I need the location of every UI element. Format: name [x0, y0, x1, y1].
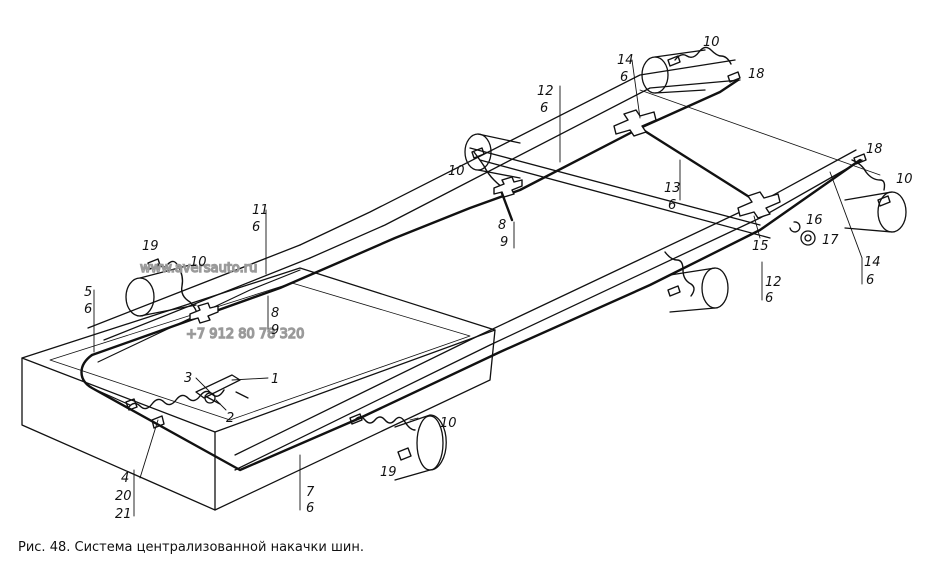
- flexible-hoses: [127, 46, 886, 431]
- callout-14-b: 14: [864, 255, 881, 270]
- callout-5: 5: [84, 285, 92, 300]
- watermark: www.aversauto.ru +7 912 80 78 320: [139, 260, 305, 342]
- callout-10-e: 10: [896, 172, 913, 187]
- chassis-rail-right: [234, 149, 863, 471]
- callout-6-a: 6: [84, 302, 92, 317]
- figure-caption: Рис. 48. Система централизованной накачк…: [18, 540, 364, 555]
- wheel-rear-middle-left: [464, 133, 521, 179]
- callout-4: 4: [121, 471, 129, 486]
- leader-lines: [93, 59, 863, 517]
- callout-1: 1: [271, 372, 279, 387]
- wheel-rear-middle-right: [669, 267, 729, 313]
- callout-6-e: 6: [620, 70, 628, 85]
- wheel-valve-brackets: [125, 55, 891, 461]
- callout-6-f: 6: [668, 198, 676, 213]
- callout-2: 2: [226, 411, 234, 426]
- chassis-rail-left: [87, 59, 741, 341]
- callout-20: 20: [115, 489, 132, 504]
- callout-14-a: 14: [617, 53, 634, 68]
- callout-6-h: 6: [866, 273, 874, 288]
- callout-10-b: 10: [440, 416, 457, 431]
- callout-16: 16: [806, 213, 823, 228]
- callout-7: 7: [306, 485, 315, 500]
- callout-8-a: 8: [271, 306, 279, 321]
- callout-6-c: 6: [252, 220, 260, 235]
- callout-labels: 1 2 3 4 20 21 5 6 7 6 19 10 11 6 8 9 10 …: [84, 35, 913, 522]
- watermark-site: www.aversauto.ru: [140, 261, 257, 276]
- callout-19-a: 19: [142, 239, 159, 254]
- callout-12-b: 12: [765, 275, 782, 290]
- wheel-front-left: [125, 264, 197, 317]
- wheel-rear-far-right: [844, 191, 907, 233]
- callout-6-b: 6: [306, 501, 314, 516]
- callout-9-a: 9: [271, 323, 279, 338]
- callout-18-a: 18: [748, 67, 765, 82]
- tee-fittings: [189, 109, 781, 324]
- callout-13: 13: [664, 181, 681, 196]
- callout-10-d: 10: [703, 35, 720, 50]
- callout-9-b: 9: [500, 235, 508, 250]
- callout-10-a: 10: [190, 255, 207, 270]
- callout-17: 17: [822, 233, 839, 248]
- callout-11: 11: [252, 203, 269, 218]
- callout-10-c: 10: [448, 164, 465, 179]
- callout-15: 15: [752, 239, 769, 254]
- callout-19-b: 19: [380, 465, 397, 480]
- wheel-rear-far-left: [641, 49, 706, 94]
- loose-parts: [789, 221, 816, 246]
- callout-18-b: 18: [866, 142, 883, 157]
- cross-member: [469, 89, 881, 239]
- air-line-secondary: [91, 269, 301, 406]
- callout-8-b: 8: [498, 218, 506, 233]
- wheel-front-right: [394, 414, 447, 481]
- callout-6-g: 6: [765, 291, 773, 306]
- callout-3: 3: [184, 371, 192, 386]
- callout-21: 21: [115, 507, 132, 522]
- callout-12-a: 12: [537, 84, 554, 99]
- callout-6-d: 6: [540, 101, 548, 116]
- watermark-phone: +7 912 80 78 320: [186, 327, 304, 342]
